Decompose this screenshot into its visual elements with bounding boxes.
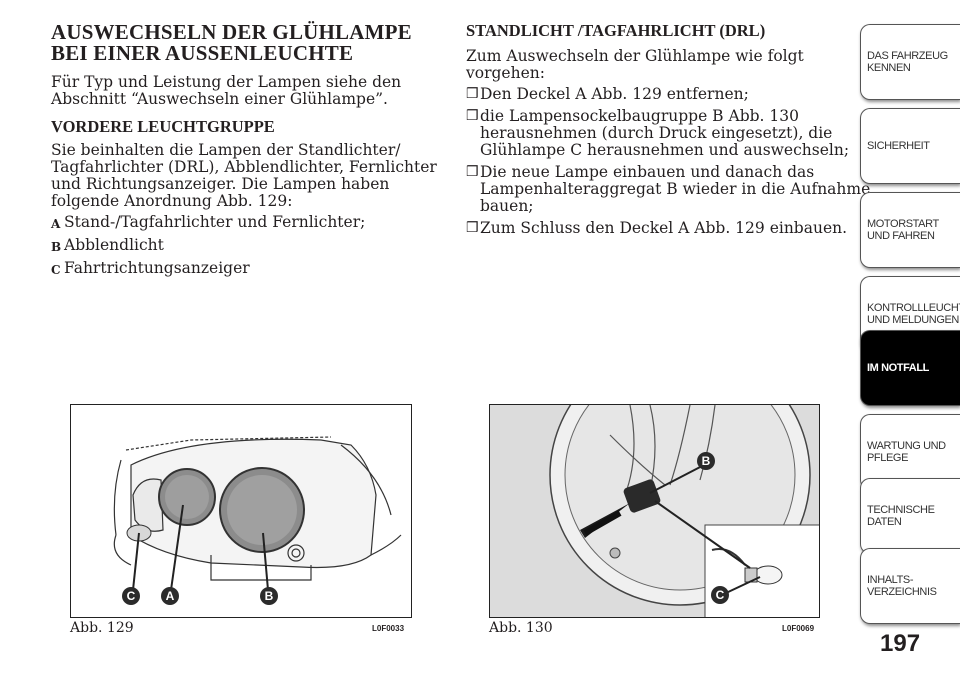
tab-inhaltsverzeichnis[interactable]: INHALTS- VERZEICHNIS <box>860 548 960 624</box>
section-title-line1: AUSWECHSELN DER GLÜHLAMPE <box>51 20 412 44</box>
step-text: die Lampensockelbaugruppe B Abb. 130 her… <box>480 107 850 159</box>
figure-caption: Abb. 130 <box>489 620 553 636</box>
procedure-step: ❒ die Lampensockelbaugruppe B Abb. 130 h… <box>466 108 871 159</box>
tab-im-notfall[interactable]: IM NOTFALL <box>860 330 960 406</box>
procedure-step: ❒ Zum Schluss den Deckel A Abb. 129 einb… <box>466 220 871 237</box>
legend-item: C Fahrtrichtungsanzeiger <box>51 260 441 279</box>
procedure-intro: Zum Auswechseln der Glühlampe wie folgt … <box>466 47 804 82</box>
legend-item: A Stand-/Tagfahrlichter und Fernlichter; <box>51 214 441 233</box>
legend-item: B Abblendlicht <box>51 237 441 256</box>
callout-c: C <box>127 589 136 603</box>
section-title-line2: BEI EINER AUSSENLEUCHTE <box>51 41 354 65</box>
step-text: Die neue Lampe einbauen und danach das L… <box>480 163 871 215</box>
page-number: 197 <box>880 630 921 657</box>
checkbox-bullet-icon: ❒ <box>466 86 479 102</box>
intro-paragraph: Für Typ und Leistung der Lampen siehe de… <box>51 73 402 108</box>
figure-code: L0F0033 <box>372 624 405 633</box>
legend-text: Fahrtrichtungsanzeiger <box>64 259 250 277</box>
step-text: Den Deckel A Abb. 129 entfernen; <box>480 85 749 103</box>
tab-technische-daten[interactable]: TECHNISCHE DATEN <box>860 478 960 554</box>
checkbox-bullet-icon: ❒ <box>466 220 479 236</box>
procedure-title: STANDLICHT /TAGFAHRLICHT (DRL) <box>466 21 766 40</box>
section-title: AUSWECHSELN DER GLÜHLAMPE BEI EINER AUSS… <box>51 22 441 64</box>
checkbox-bullet-icon: ❒ <box>466 108 479 124</box>
callout-c: C <box>716 588 725 602</box>
tab-das-fahrzeug-kennen[interactable]: DAS FAHRZEUG KENNEN <box>860 24 960 100</box>
left-column: AUSWECHSELN DER GLÜHLAMPE BEI EINER AUSS… <box>51 22 441 283</box>
legend-text: Stand-/Tagfahrlichter und Fernlichter; <box>64 213 366 231</box>
figure-headlamp: C A B <box>70 404 412 618</box>
callout-b: B <box>265 589 274 603</box>
callout-b: B <box>702 454 711 468</box>
procedure-step: ❒ Den Deckel A Abb. 129 entfernen; <box>466 86 871 103</box>
tab-sicherheit[interactable]: SICHERHEIT <box>860 108 960 184</box>
tab-motorstart-und-fahren[interactable]: MOTORSTART UND FAHREN <box>860 192 960 268</box>
headlamp-illustration: C A B <box>113 436 402 605</box>
figure-bulb-replacement: B C <box>489 404 820 618</box>
middle-column: STANDLICHT /TAGFAHRLICHT (DRL) Zum Auswe… <box>466 22 871 242</box>
figure-code: L0F0069 <box>782 624 815 633</box>
step-text: Zum Schluss den Deckel A Abb. 129 einbau… <box>480 219 848 237</box>
legend-label: C <box>51 263 61 277</box>
legend-label: B <box>51 240 62 254</box>
tab-wartung-und-pflege[interactable]: WARTUNG UND PFLEGE <box>860 414 960 490</box>
legend-text: Abblendlicht <box>64 236 164 254</box>
description-paragraph: Sie beinhalten die Lampen der Standlicht… <box>51 141 437 210</box>
figure-caption: Abb. 129 <box>70 620 134 636</box>
callout-a: A <box>166 589 175 603</box>
legend-label: A <box>51 217 61 231</box>
procedure-step: ❒ Die neue Lampe einbauen und danach das… <box>466 164 871 215</box>
checkbox-bullet-icon: ❒ <box>466 164 479 180</box>
bulb-replacement-illustration: B C <box>490 405 819 617</box>
subsection-title: VORDERE LEUCHTGRUPPE <box>51 117 275 136</box>
